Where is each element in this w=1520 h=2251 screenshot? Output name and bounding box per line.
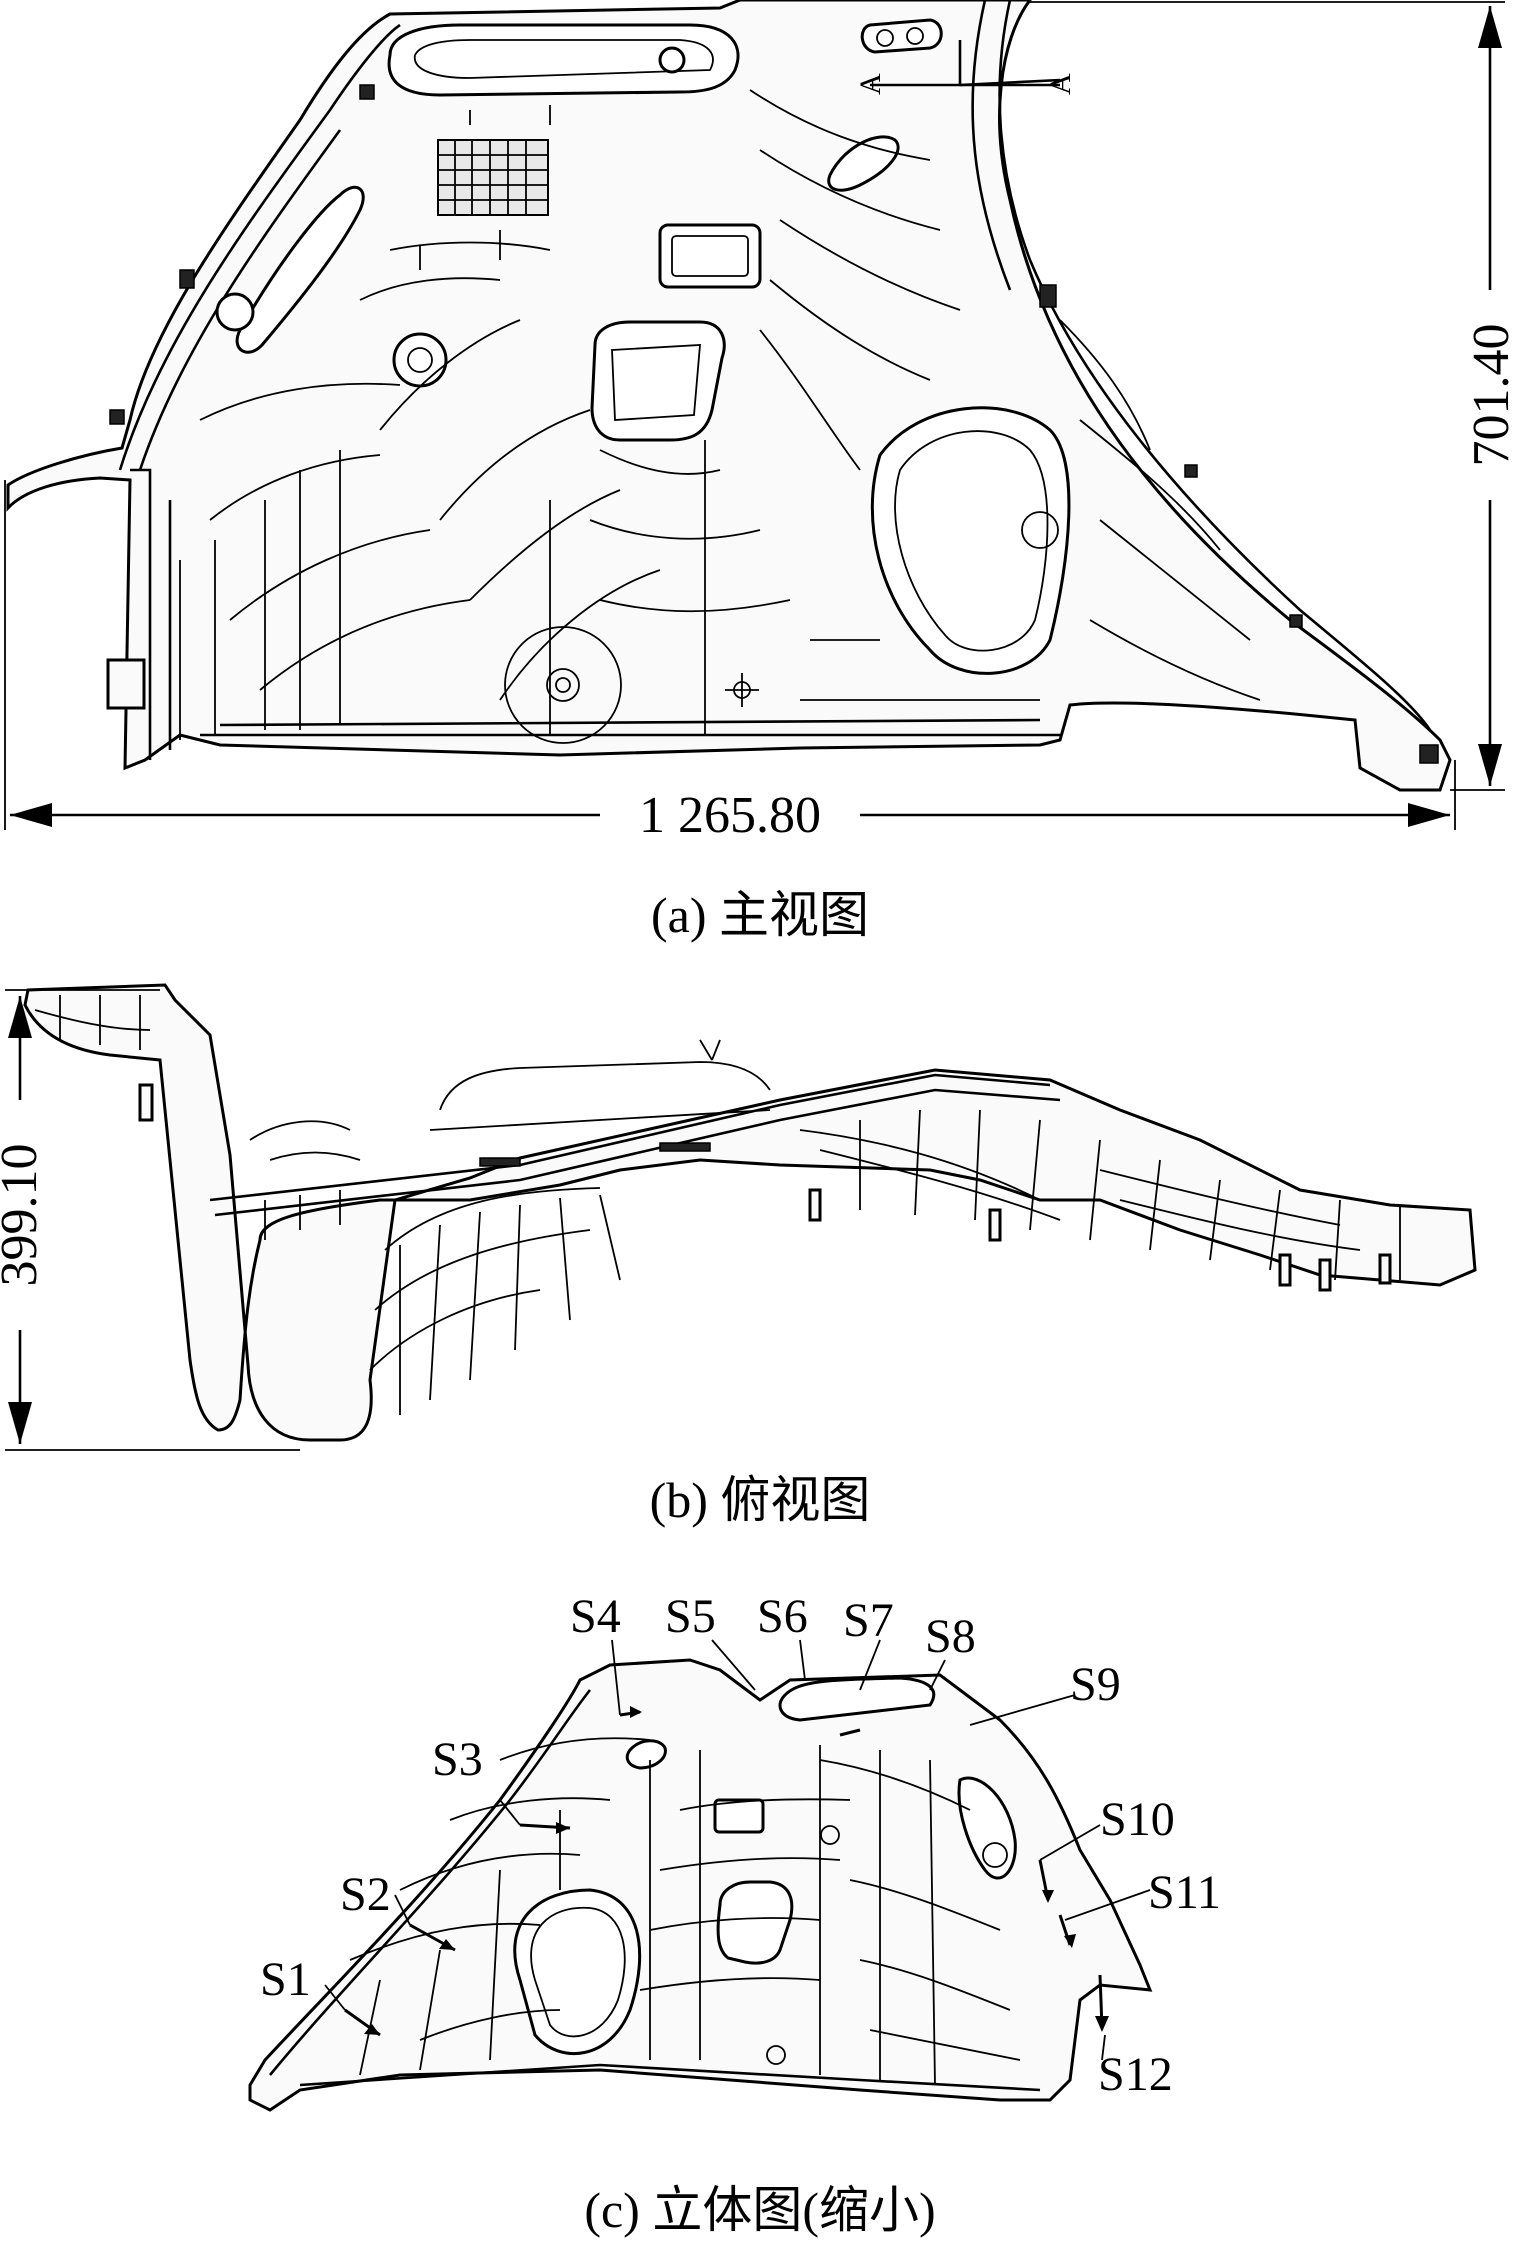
section-leaders <box>324 1639 1151 2061</box>
section-label-s10: S10 <box>1100 1793 1175 1846</box>
right-oval-pocket <box>870 406 1071 675</box>
height-dimension: 701.40 <box>1030 1 1520 791</box>
section-label-s11: S11 <box>1148 1866 1221 1919</box>
svg-text:A: A <box>854 73 887 95</box>
top-view-outline <box>23 983 1477 1442</box>
front-view: A A <box>6 0 1452 792</box>
section-mark-a: A A <box>854 40 1077 95</box>
section-label-s8: S8 <box>925 1610 976 1663</box>
caption-top-view: (b) 俯视图 <box>649 1472 871 1528</box>
width-dimension-text: 1 265.80 <box>639 787 821 844</box>
section-arrows <box>344 1706 1109 2037</box>
section-label-s4: S4 <box>570 1590 621 1643</box>
section-label-s1: S1 <box>260 1953 311 2006</box>
section-label-s7: S7 <box>843 1594 894 1647</box>
width-dimension: 1 265.80 <box>4 480 1456 844</box>
upper-handle-slot <box>387 23 740 97</box>
svg-text:A: A <box>1044 73 1077 95</box>
section-label-s6: S6 <box>757 1590 808 1643</box>
section-label-s2: S2 <box>340 1868 391 1921</box>
upper-pocket <box>658 223 762 289</box>
vent-grille <box>437 139 549 216</box>
section-label-s12: S12 <box>1098 2048 1173 2101</box>
top-height-dimension-text: 399.10 <box>0 1144 48 1287</box>
iso-view: S1 S2 S3 S4 S5 S6 S7 S8 S9 S10 S11 S12 <box>248 1590 1221 2112</box>
caption-iso-view: (c) 立体图(缩小) <box>584 2182 936 2238</box>
front-view-outline <box>6 0 1452 792</box>
caption-front-view: (a) 主视图 <box>651 887 869 943</box>
section-label-s3: S3 <box>432 1733 483 1786</box>
top-view <box>23 983 1477 1442</box>
main-aperture <box>590 320 726 442</box>
section-labels: S1 S2 S3 S4 S5 S6 S7 S8 S9 S10 S11 S12 <box>260 1590 1221 2101</box>
section-label-s5: S5 <box>665 1590 716 1643</box>
top-height-dimension: 399.10 <box>0 989 300 1451</box>
height-dimension-text: 701.40 <box>1463 324 1520 467</box>
section-label-s9: S9 <box>1070 1658 1121 1711</box>
